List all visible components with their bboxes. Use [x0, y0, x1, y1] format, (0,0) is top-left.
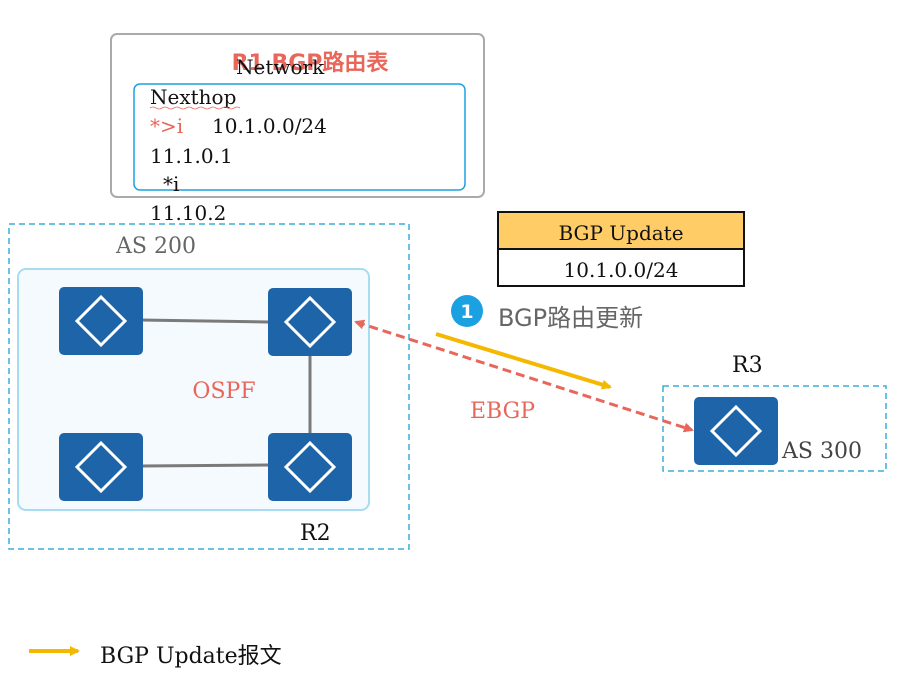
legend-label: BGP Update报文 [100, 644, 282, 669]
update-header: BGP Update [558, 221, 683, 245]
header-network: Network [236, 55, 325, 79]
step-number-icon [451, 295, 483, 327]
ebgp-link [354, 319, 694, 433]
bgp-update-arrow [435, 332, 612, 390]
best-route-network: 10.1.0.0/24 [212, 114, 327, 138]
update-prefix: 10.1.0.0/24 [564, 258, 679, 282]
step-label: BGP路由更新 [498, 304, 643, 332]
ebgp-label: EBGP [470, 399, 535, 424]
r3-label: R3 [732, 353, 763, 378]
as300-label: AS 300 [781, 439, 862, 464]
alt-route-nexthop: 11.10.2 [150, 201, 226, 225]
step-number: 1 [460, 301, 473, 323]
router-icon [692, 395, 780, 467]
header-nexthop: Nexthop [150, 85, 236, 109]
router-icon [57, 431, 145, 503]
alt-route-marker: *i [163, 172, 179, 196]
route-table-title: R1 BGP路由表 [232, 50, 390, 76]
router-icon [266, 431, 354, 503]
router-icon [57, 285, 145, 357]
route-table: R1 BGP路由表 Network Nexthop *>i 10.1.0.0/2… [110, 33, 485, 225]
ospf-label: OSPF [192, 379, 255, 404]
r2-label: R2 [300, 521, 331, 546]
best-route-nexthop: 11.1.0.1 [150, 144, 233, 168]
router-icon [266, 286, 354, 358]
best-route-marker: *>i [150, 114, 183, 138]
bgp-update-box: BGP Update 10.1.0.0/24 [497, 211, 745, 287]
as200-label: AS 200 [115, 234, 196, 259]
